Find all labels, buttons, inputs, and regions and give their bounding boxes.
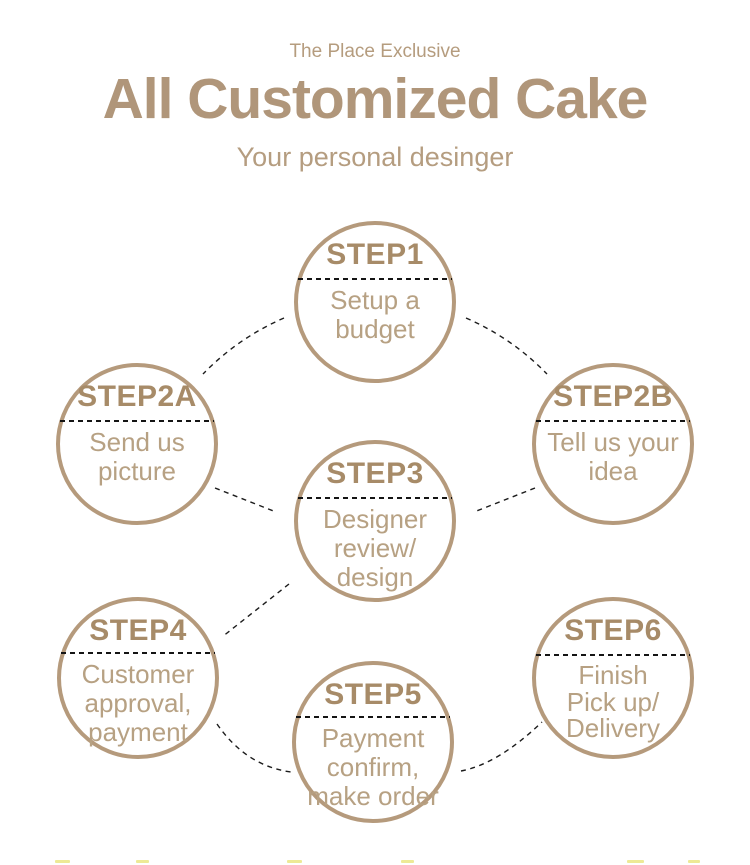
connector-step5-step6: [460, 721, 543, 772]
step-divider: [298, 278, 452, 280]
connector-step1-step2b: [465, 317, 548, 375]
step-description: Finish Pick up/ Delivery: [566, 660, 660, 744]
connector-step4-step5: [216, 723, 292, 773]
step-node-step4: STEP4 Customer approval, payment: [57, 597, 219, 759]
step-divider: [536, 654, 690, 656]
connector-step1-step2a: [202, 317, 285, 375]
step-label: STEP1: [326, 238, 424, 271]
eyebrow-text: The Place Exclusive: [289, 41, 461, 62]
connector-step2a-step3: [214, 487, 277, 513]
step-node-step6: STEP6 Finish Pick up/ Delivery: [532, 597, 694, 759]
step-label: STEP3: [326, 457, 424, 490]
step-label: STEP2B: [553, 380, 673, 413]
step-node-step5: STEP5 Payment confirm, make order: [292, 661, 454, 823]
cutoff-next-section-mark: [287, 860, 302, 863]
step-node-step2a: STEP2A Send us picture: [56, 363, 218, 525]
step-divider: [298, 497, 452, 499]
cutoff-next-section-mark: [136, 860, 149, 863]
step-description: Tell us your idea: [547, 427, 679, 487]
cutoff-next-section-mark: [627, 860, 644, 863]
step-node-step3: STEP3 Designer review/ design: [294, 440, 456, 602]
step-description: Customer approval, payment: [81, 659, 195, 748]
step-description: Setup a budget: [330, 285, 420, 345]
step-description: Designer review/ design: [322, 504, 428, 593]
step-label: STEP5: [324, 678, 422, 711]
cutoff-next-section-mark: [55, 860, 70, 863]
step-description: Payment confirm, make order: [307, 723, 439, 812]
connector-step3-step4: [221, 583, 290, 638]
step-divider: [296, 716, 450, 718]
step-divider: [536, 420, 690, 422]
step-label: STEP2A: [77, 380, 197, 413]
step-label: STEP6: [564, 614, 662, 647]
step-description: Send us picture: [89, 427, 185, 487]
cutoff-next-section-mark: [401, 860, 414, 863]
page-subtitle: Your personal desinger: [236, 142, 514, 172]
connector-step2b-step3: [473, 487, 536, 513]
page-title: All Customized Cake: [102, 67, 649, 131]
step-divider: [61, 652, 215, 654]
step-label: STEP4: [89, 614, 187, 647]
step-node-step2b: STEP2B Tell us your idea: [532, 363, 694, 525]
cutoff-next-section-mark: [688, 860, 700, 863]
step-node-step1: STEP1 Setup a budget: [294, 221, 456, 383]
step-divider: [60, 420, 214, 422]
